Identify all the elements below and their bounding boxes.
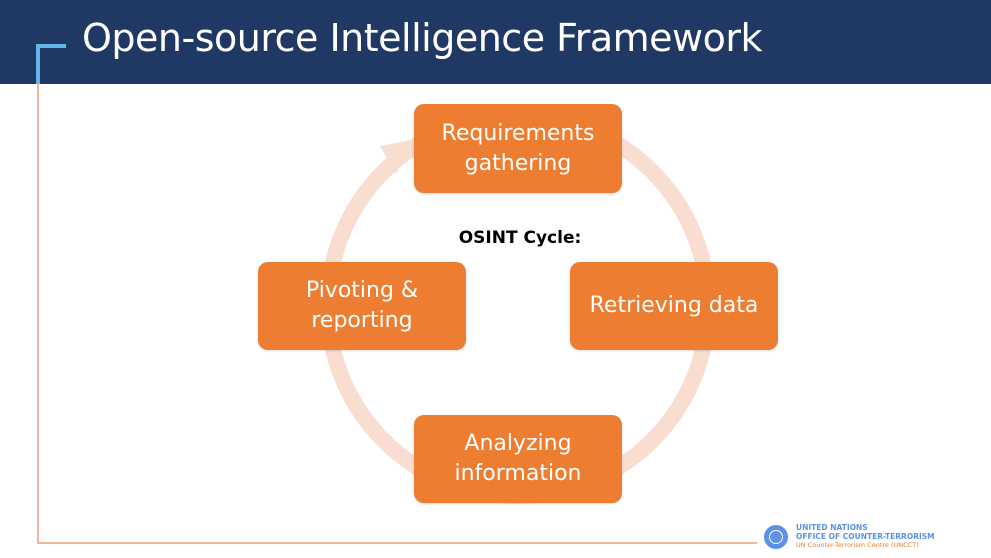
slide-title: Open-source Intelligence Framework — [82, 16, 763, 60]
title-bar — [0, 0, 991, 84]
un-emblem-icon — [764, 525, 788, 549]
step-label: Pivoting & reporting — [305, 278, 419, 333]
cycle-label: OSINT Cycle: — [458, 228, 582, 248]
logo-line-3: UN Counter-Terrorism Centre (UNCCT) — [796, 541, 919, 549]
step-analyzing-information: Analyzing information — [414, 415, 622, 503]
frame-line-left — [37, 84, 39, 544]
un-logo: UNITED NATIONS OFFICE OF COUNTER-TERRORI… — [764, 523, 984, 553]
step-label: Analyzing information — [454, 431, 582, 486]
logo-line-2: OFFICE OF COUNTER-TERRORISM — [796, 532, 935, 541]
step-requirements-gathering: Requirements gathering — [414, 104, 622, 193]
cycle-arrowhead — [380, 140, 412, 174]
logo-line-1: UNITED NATIONS — [796, 523, 868, 532]
title-bracket-horizontal — [36, 44, 66, 48]
step-pivoting-reporting: Pivoting & reporting — [258, 262, 466, 350]
step-retrieving-data: Retrieving data — [570, 262, 778, 350]
frame-line-bottom — [37, 542, 757, 544]
logo-text: UNITED NATIONS OFFICE OF COUNTER-TERRORI… — [796, 523, 935, 550]
title-bracket-vertical — [36, 44, 40, 84]
step-label: Requirements gathering — [441, 120, 595, 176]
step-label: Retrieving data — [589, 293, 759, 318]
